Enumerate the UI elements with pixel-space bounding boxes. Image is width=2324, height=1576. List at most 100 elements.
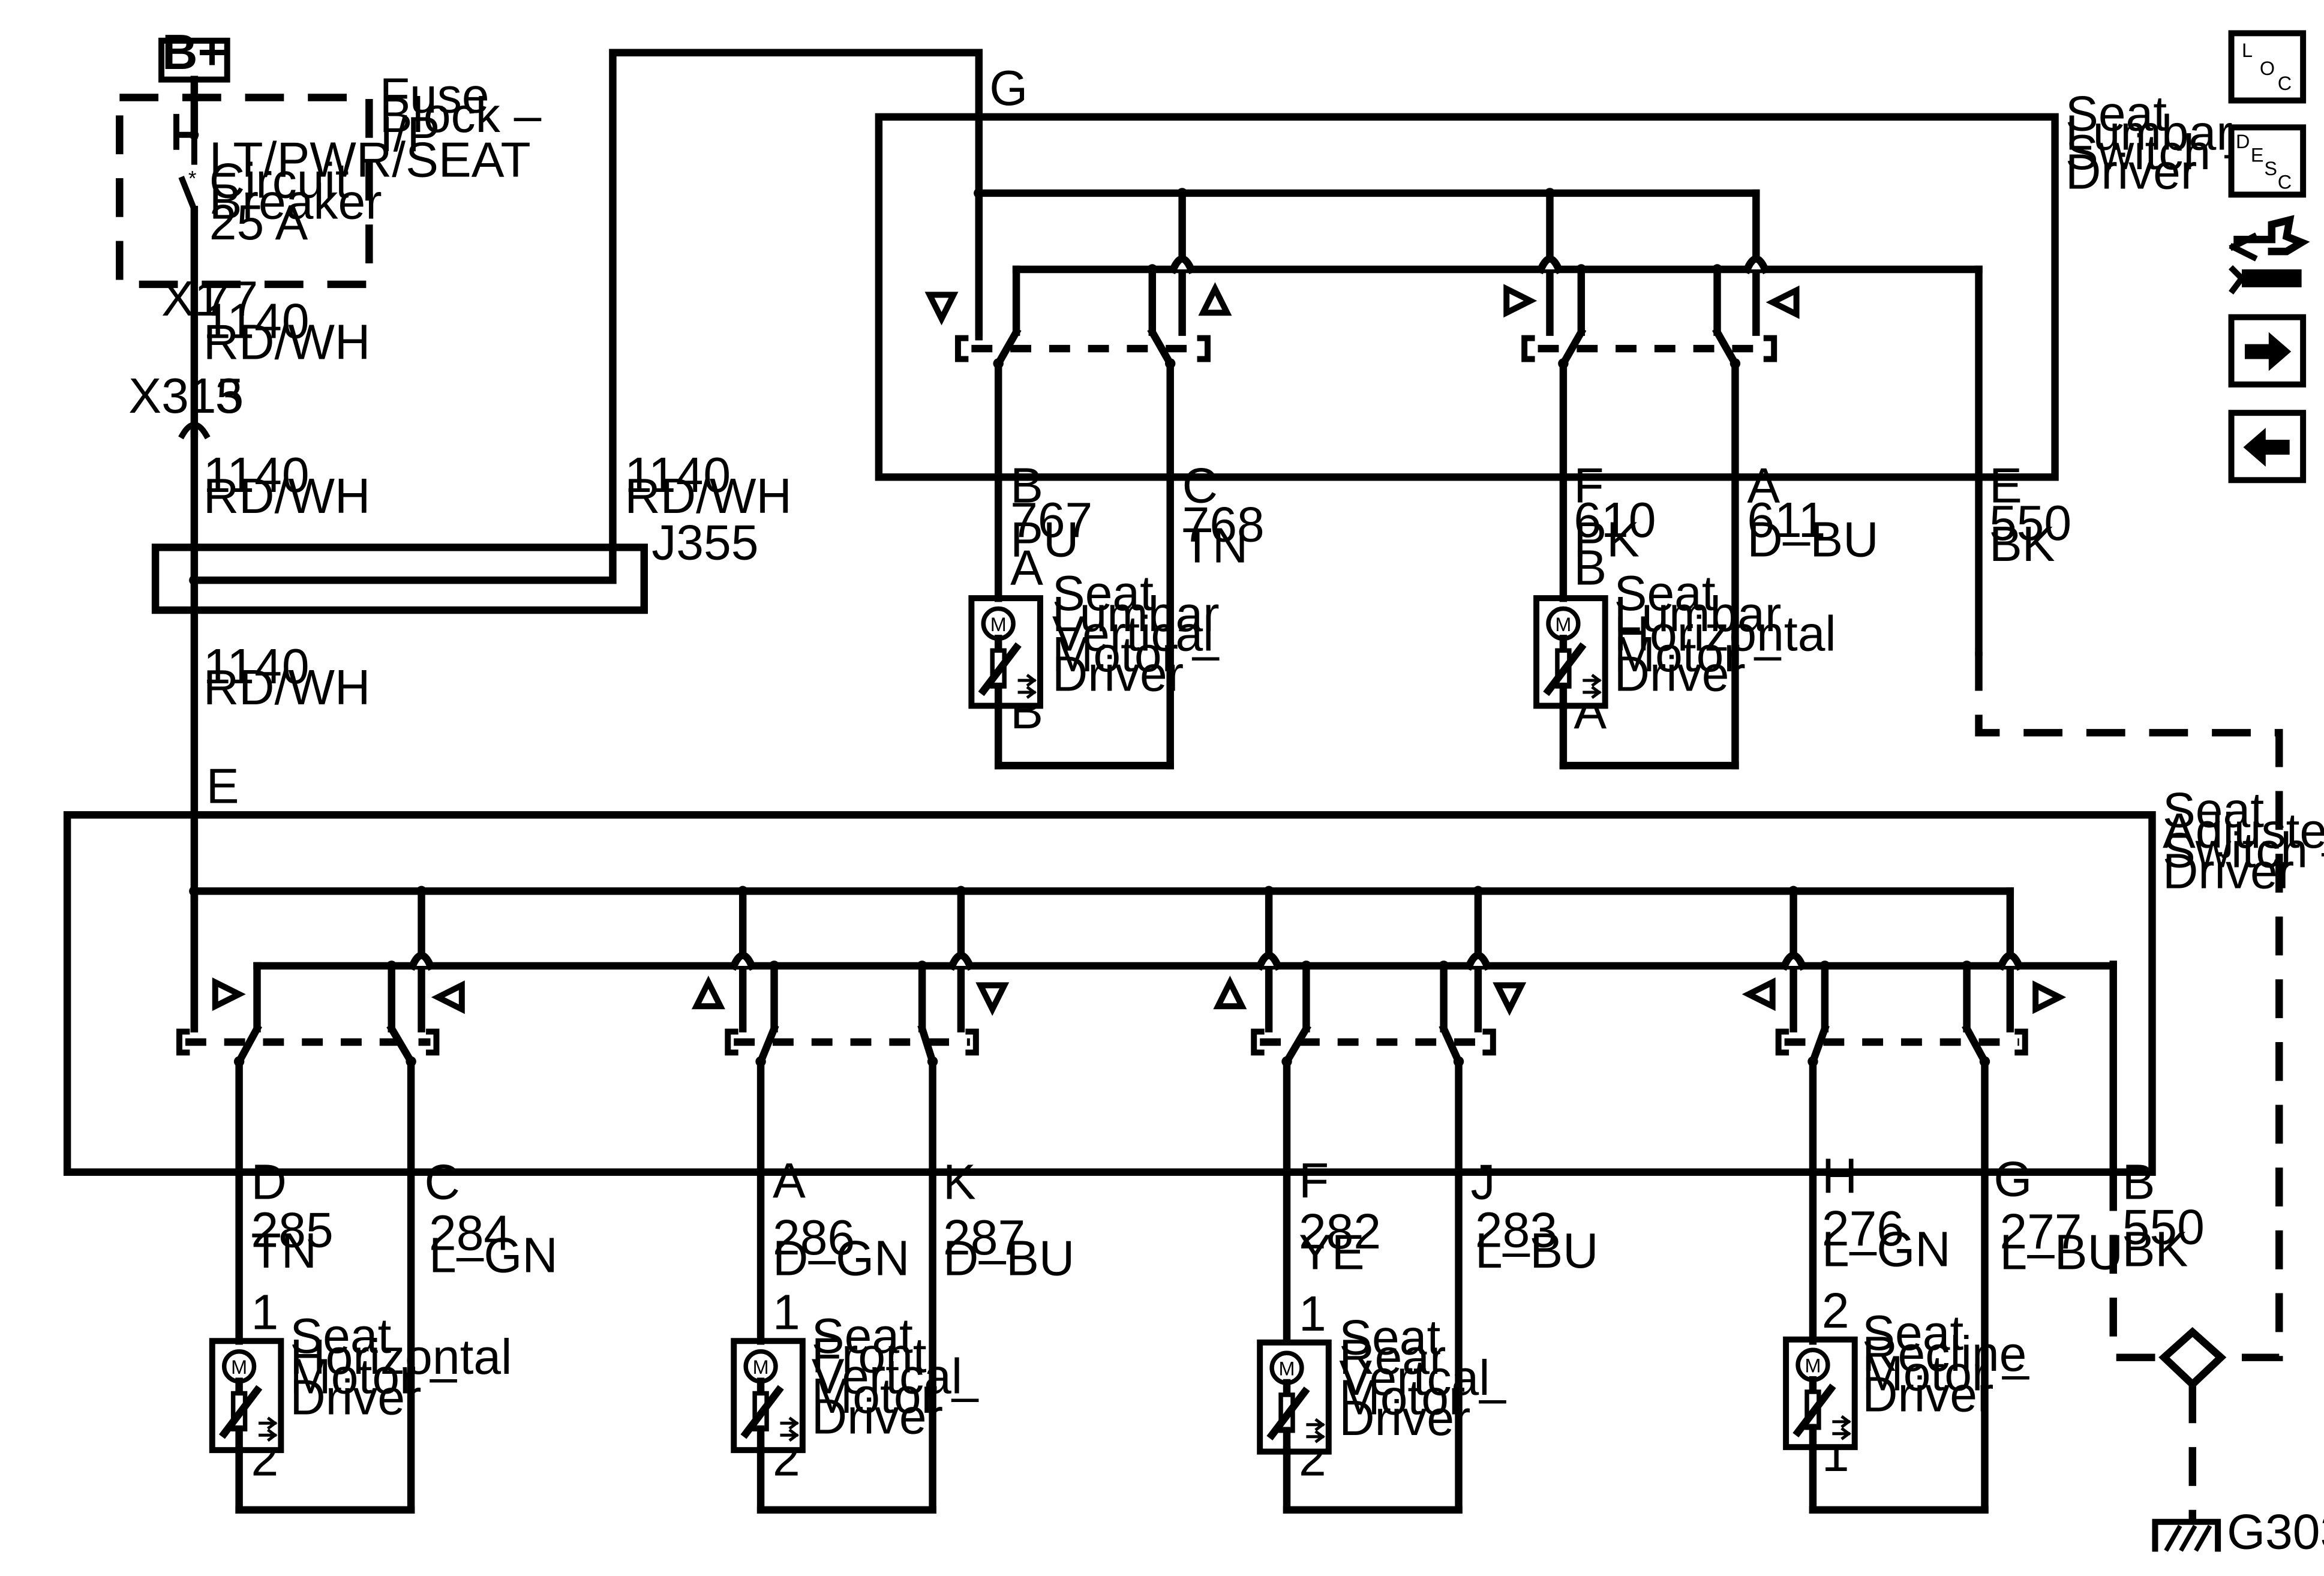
svg-text:BK: BK: [2122, 1223, 2188, 1277]
svg-text:Seat: Seat: [812, 1309, 913, 1364]
svg-text:Fuse: Fuse: [380, 68, 490, 123]
svg-text:LT/PWR/SEAT: LT/PWR/SEAT: [209, 133, 531, 188]
svg-text:1: 1: [251, 1285, 279, 1340]
svg-text:D–BU: D–BU: [943, 1232, 1074, 1286]
svg-text:BK: BK: [1989, 517, 2055, 572]
svg-text:G: G: [1993, 1152, 2032, 1207]
svg-text:Motor –: Motor –: [812, 1369, 979, 1424]
circuit-breaker-symbol: *: [173, 113, 199, 438]
wire-segment: [386, 1023, 416, 1067]
lumbar-circuit-labels: 767 PU 768 TN 610 PK 611 D–BU 550 BK: [1010, 493, 2071, 573]
svg-text:Driver: Driver: [2065, 145, 2197, 199]
wire-crossover: [1168, 255, 1196, 275]
adjuster-pin-labels: D C A K F J H G B: [251, 1149, 2155, 1210]
wire-segment: [1558, 327, 1587, 369]
arrow-right-icon: [2244, 332, 2292, 371]
ground-splice: [2158, 1326, 2227, 1522]
lumbar-pin-labels: B C F A E: [1010, 459, 2022, 514]
motor-5: M: [1533, 595, 1608, 710]
svg-text:Driver: Driver: [290, 1370, 421, 1425]
wire-segment: [1962, 1023, 1990, 1067]
color-rdwh-b: RD/WH: [203, 469, 371, 524]
circuit-1140-d: 1140: [624, 448, 731, 503]
wire-crossover: [729, 951, 757, 971]
arrow-left-button[interactable]: [2228, 410, 2307, 484]
loc-button[interactable]: L O C: [2228, 30, 2307, 104]
bracket: [1521, 335, 1535, 362]
svg-text:B: B: [2122, 1155, 2155, 1210]
bracket: [426, 1028, 440, 1056]
sensor-slash: [1792, 1383, 1836, 1437]
svg-text:610: 610: [1574, 493, 1656, 548]
svg-text:S: S: [2264, 158, 2277, 179]
svg-text:L–GN: L–GN: [1822, 1223, 1951, 1277]
lumbar-horizontal-motor: B A Seat Lumbar Horizontal Motor – Drive…: [1574, 541, 1836, 739]
svg-text:L–BU: L–BU: [1475, 1224, 1599, 1278]
sensor-arrow: [258, 1428, 278, 1442]
x315-label: X315: [128, 369, 244, 424]
x315-pin: 3: [215, 369, 243, 424]
svg-text:283: 283: [1475, 1203, 1557, 1257]
connector-icon[interactable]: [2228, 215, 2310, 295]
svg-text:B: B: [1574, 541, 1607, 596]
wire-1140-to-lumbar: [190, 49, 983, 584]
wire-segment: [917, 1023, 938, 1067]
svg-text:I/P: I/P: [380, 107, 440, 162]
bracket: [176, 1028, 190, 1056]
x1-pin: 77: [203, 272, 258, 326]
svg-text:Vertical: Vertical: [1052, 607, 1214, 661]
svg-text:D: D: [2236, 131, 2250, 152]
svg-text:Motor –: Motor –: [290, 1349, 457, 1404]
svg-text:D–BU: D–BU: [1747, 512, 1878, 567]
svg-text:C: C: [425, 1155, 460, 1210]
svg-text:2: 2: [1822, 1284, 1849, 1338]
svg-text:768: 768: [1182, 497, 1265, 552]
svg-text:Driver: Driver: [1862, 1367, 1993, 1422]
wire-segment: [1281, 1023, 1311, 1067]
wire-segment: [1147, 327, 1176, 369]
wire-segment: [1439, 1023, 1464, 1067]
svg-text:550: 550: [1989, 496, 2071, 551]
adjuster-circuit-labels: 285 TN 284 L–GN 286 D–GN 287 D–BU 282 YE…: [251, 1200, 2205, 1286]
svg-text:25 A: 25 A: [209, 196, 308, 250]
bracket: [2014, 1028, 2028, 1056]
wire-crossover: [1536, 255, 1564, 275]
svg-text:Motor –: Motor –: [1052, 628, 1220, 682]
ground-label: G303: [2227, 1505, 2324, 1560]
svg-text:611: 611: [1747, 493, 1825, 548]
svg-text:Vertcal: Vertcal: [812, 1349, 962, 1404]
sensor-slash: [740, 1385, 784, 1439]
svg-text:Lumbar: Lumbar: [1052, 587, 1220, 642]
adjuster-switch-box: [63, 811, 2156, 1176]
wire-550-adjuster-dashed: [2109, 1172, 2164, 1361]
fuse-block-outline: [116, 94, 373, 289]
circuit-1140-a: 1140: [203, 295, 310, 349]
svg-text:O: O: [2260, 58, 2275, 79]
svg-text:286: 286: [773, 1211, 855, 1265]
motor-1: M: [731, 1338, 806, 1454]
wire-segment: [234, 1023, 262, 1067]
svg-text:C: C: [2278, 73, 2292, 94]
wire-crossover: [1996, 951, 2024, 971]
seat-recline-motor: 2 1 Seat Recline Motor – Driver: [1822, 1284, 2029, 1482]
motor-symbol-text: M: [990, 614, 1007, 635]
svg-text:D–GN: D–GN: [773, 1232, 909, 1286]
svg-text:L–BU: L–BU: [1999, 1226, 2123, 1280]
svg-text:1: 1: [773, 1285, 800, 1340]
svg-text:Seat: Seat: [1614, 566, 1716, 621]
svg-text:285: 285: [251, 1203, 334, 1257]
desc-button[interactable]: D E S C: [2228, 124, 2307, 198]
wire-segment: [993, 327, 1022, 369]
sensor-arrow: [1017, 674, 1037, 688]
svg-text:Driver: Driver: [1339, 1391, 1470, 1446]
arrow-right-button[interactable]: [2228, 314, 2307, 388]
svg-text:A: A: [773, 1154, 806, 1208]
motor-symbol-text: M: [1555, 614, 1571, 635]
motor-0: M: [209, 1338, 284, 1454]
svg-text:D: D: [251, 1155, 287, 1210]
sensor-arrow: [1832, 1427, 1851, 1440]
svg-text:K: K: [943, 1155, 976, 1210]
svg-text:Driver: Driver: [812, 1390, 943, 1445]
